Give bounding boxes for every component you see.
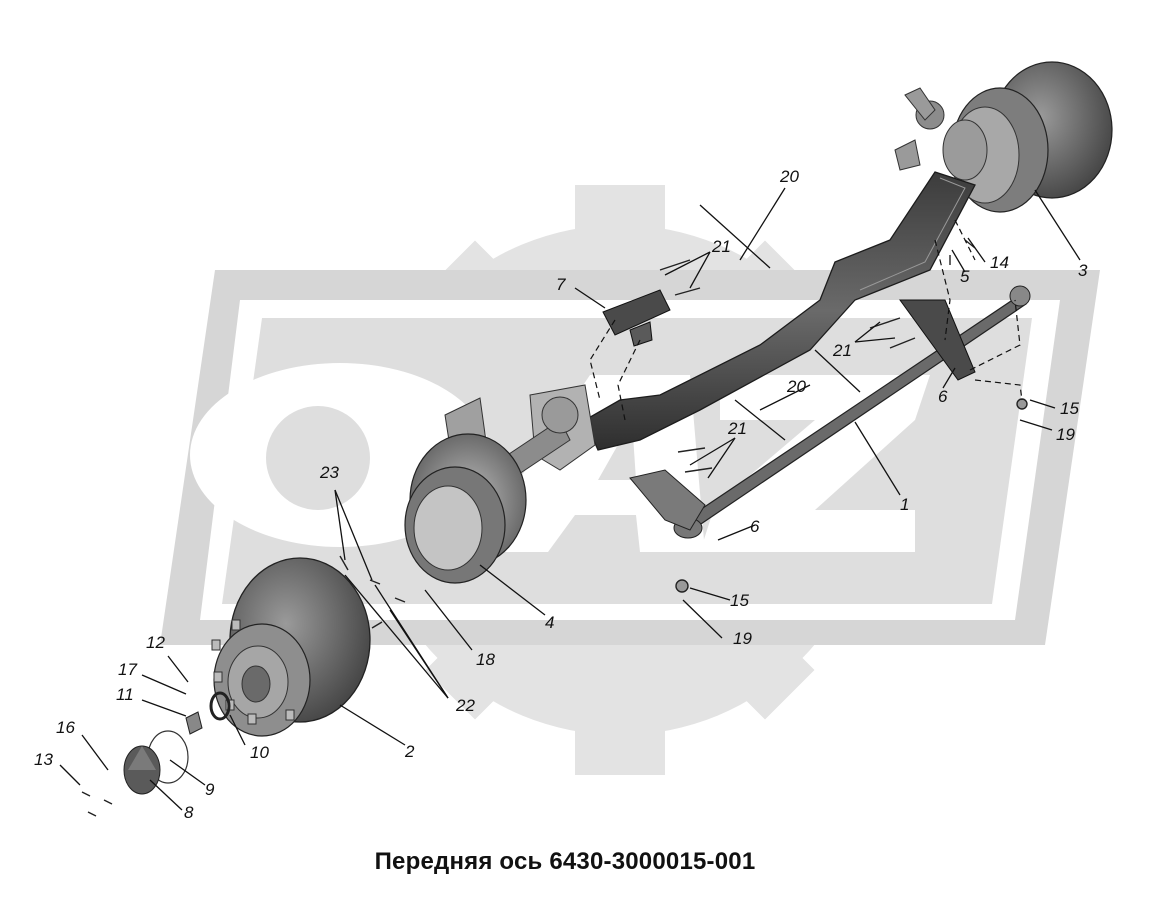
callout-3: 3 xyxy=(1078,261,1088,280)
callout-19: 19 xyxy=(1056,425,1075,444)
callout-15: 15 xyxy=(730,591,749,610)
left-brake-assembly xyxy=(404,433,527,584)
callout-20: 20 xyxy=(786,377,806,396)
callout-5: 5 xyxy=(960,267,970,286)
diagram-caption: Передняя ось 6430-3000015-001 xyxy=(374,848,756,875)
spring-pad-right xyxy=(899,299,976,381)
callout-13: 13 xyxy=(34,750,53,769)
callout-21: 21 xyxy=(832,341,852,360)
callout-9: 9 xyxy=(205,780,215,799)
callout-6: 6 xyxy=(938,387,948,406)
callout-11: 11 xyxy=(116,685,134,704)
spring-pad-left xyxy=(602,289,671,347)
watermark-letter-z xyxy=(700,375,930,552)
callout-16: 16 xyxy=(56,718,75,737)
callout-10: 10 xyxy=(250,743,269,762)
callout-15: 15 xyxy=(1060,399,1079,418)
callout-12: 12 xyxy=(146,633,165,652)
callout-22: 22 xyxy=(455,696,475,715)
callout-labels: 20 21 3 14 5 7 21 20 6 1 15 19 21 6 23 4… xyxy=(34,167,1088,822)
callout-1: 1 xyxy=(900,495,909,514)
callout-17: 17 xyxy=(118,660,137,679)
assembly-guide-lines xyxy=(589,219,1023,421)
callout-14: 14 xyxy=(990,253,1009,272)
callout-20: 20 xyxy=(779,167,799,186)
callout-21: 21 xyxy=(727,419,747,438)
callout-4: 4 xyxy=(545,613,554,632)
leader-lines xyxy=(59,187,1081,811)
callout-6: 6 xyxy=(750,517,760,536)
callout-19: 19 xyxy=(733,629,752,648)
left-brake-drum xyxy=(211,557,371,737)
callout-7: 7 xyxy=(556,275,566,294)
callout-18: 18 xyxy=(476,650,495,669)
callout-21: 21 xyxy=(711,237,731,256)
callout-8: 8 xyxy=(184,803,194,822)
callout-23: 23 xyxy=(319,463,339,482)
callout-2: 2 xyxy=(404,742,415,761)
right-brake-drum xyxy=(894,61,1113,213)
hub-small-parts xyxy=(123,691,231,795)
